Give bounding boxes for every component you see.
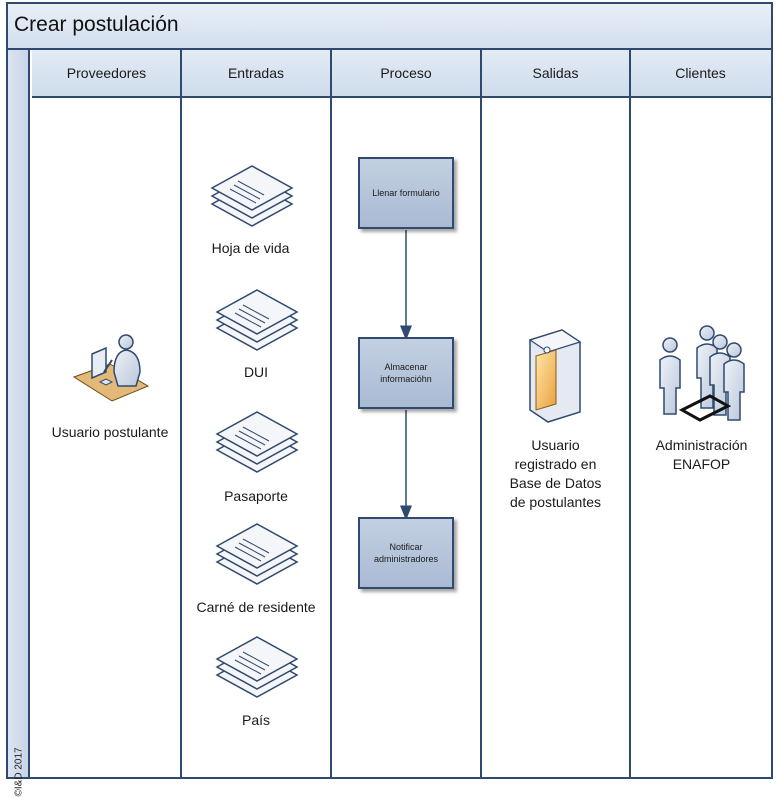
lane-divider xyxy=(629,50,631,777)
side-strip: ©I&D 2017 xyxy=(8,50,30,797)
document-stack-icon xyxy=(215,523,299,585)
cliente-label-line: ENAFOP xyxy=(672,456,731,472)
lane-header-proceso: Proceso xyxy=(331,50,481,98)
lane-header-entradas: Entradas xyxy=(181,50,331,98)
person-at-computer-icon xyxy=(72,334,150,402)
salida-label-line: Base de Datos xyxy=(509,475,602,491)
document-stack-icon xyxy=(210,165,294,227)
lane-header-clientes: Clientes xyxy=(630,50,771,98)
lane-header-proveedores: Proveedores xyxy=(32,50,181,98)
document-stack-icon xyxy=(215,289,299,351)
entrada-label: País xyxy=(241,712,270,728)
group-link-line xyxy=(678,394,732,422)
cliente-label-line: Administración xyxy=(655,437,748,453)
process-step[interactable]: Llenar formulario xyxy=(358,157,454,229)
lane-divider xyxy=(330,50,332,777)
salida-label: Usuario registrado en Base de Datos de p… xyxy=(481,436,630,512)
salida-label-line: Usuario xyxy=(531,437,580,453)
process-step-label: Notificar administradores xyxy=(373,542,439,564)
entrada-label: Pasaporte xyxy=(224,488,288,504)
salida-label-line: registrado en xyxy=(514,456,597,472)
entrada-label: DUI xyxy=(243,364,269,380)
people-group-icon xyxy=(659,325,745,421)
entrada-label: Carné de residente xyxy=(196,599,316,615)
lane-divider xyxy=(180,50,182,777)
salida-label-line: de postulantes xyxy=(509,494,602,510)
process-step[interactable]: Notificar administradores xyxy=(358,517,454,589)
lane-header-salidas: Salidas xyxy=(481,50,630,98)
process-step-label: Almacenar informacióhn xyxy=(380,362,432,384)
process-step[interactable]: Almacenar informacióhn xyxy=(358,337,454,409)
cliente-label: Administración ENAFOP xyxy=(630,436,773,474)
diagram-title: Crear postulación xyxy=(14,13,179,36)
title-bar: Crear postulación xyxy=(8,4,771,50)
document-stack-icon xyxy=(215,411,299,473)
proveedor-label: Usuario postulante xyxy=(51,424,169,440)
database-server-icon xyxy=(528,329,582,423)
document-stack-icon xyxy=(215,636,299,698)
process-step-label: Llenar formulario xyxy=(372,188,440,198)
entrada-label: Hoja de vida xyxy=(211,240,290,256)
lane-divider xyxy=(480,50,482,777)
